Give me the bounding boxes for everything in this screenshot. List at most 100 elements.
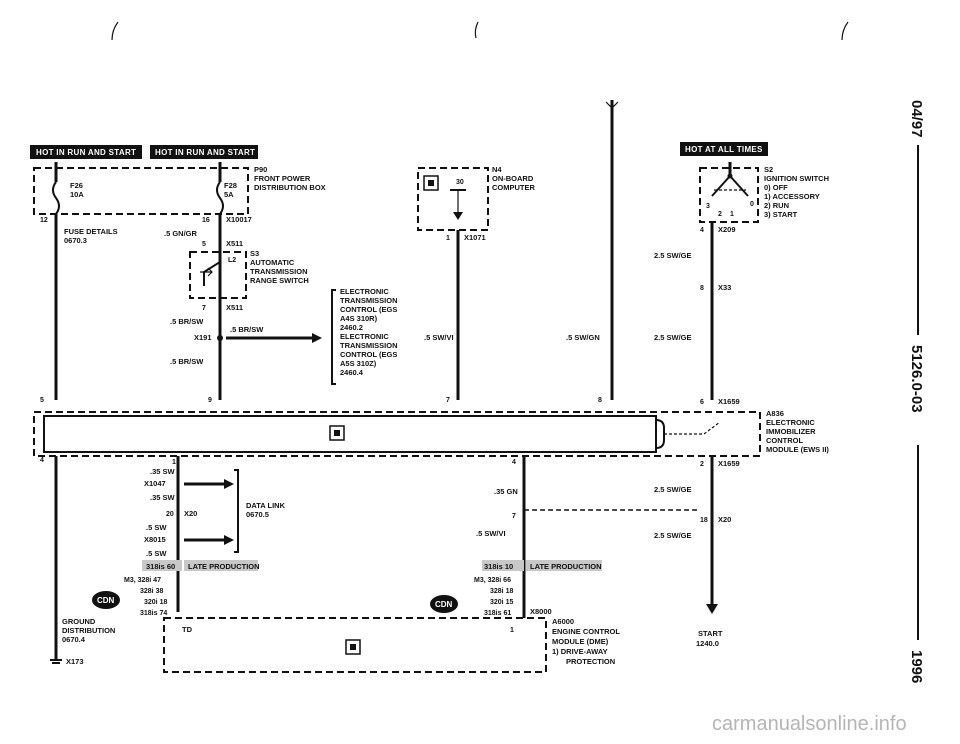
wire-label-25-swge-d: 2.5 SW/GE — [654, 531, 692, 540]
svg-text:2: 2 — [718, 211, 722, 218]
wire-label-25-swge-b: 2.5 SW/GE — [654, 333, 692, 342]
connector-x1047: X1047 — [144, 479, 166, 488]
pin-table-left: 318is 60 LATE PRODUCTION M3, 328i 47 328… — [124, 560, 260, 617]
data-link-ref: 0670.5 — [246, 510, 269, 519]
fuse-details-ref: 0670.3 — [64, 236, 87, 245]
wire-label-05-gngr: .5 GN/GR — [164, 229, 198, 238]
svg-text:3) START: 3) START — [764, 210, 798, 219]
svg-text:TRANSMISSION: TRANSMISSION — [340, 296, 398, 305]
fuse-f26-amp: 10A — [70, 190, 84, 199]
svg-text:DISTRIBUTION: DISTRIBUTION — [62, 626, 115, 635]
pin-20: 20 — [166, 511, 174, 518]
pin-7-dme: 7 — [512, 513, 516, 520]
svg-text:TRANSMISSION: TRANSMISSION — [340, 341, 398, 350]
immobilizer-module-a836: A836 ELECTRONIC IMMOBILIZER CONTROL MODU… — [33, 409, 829, 457]
fuse-details-label: FUSE DETAILS — [64, 227, 118, 236]
pin-4-dme: 4 — [512, 459, 516, 466]
svg-text:328i 38: 328i 38 — [140, 588, 163, 595]
pin-4-s2: 4 — [700, 227, 704, 234]
svg-text:HOT IN RUN AND START: HOT IN RUN AND START — [36, 148, 136, 157]
pin-table-right: 318is 10 LATE PRODUCTION M3, 328i 66 328… — [474, 560, 602, 617]
svg-text:RANGE SWITCH: RANGE SWITCH — [250, 276, 309, 285]
range-switch-s3: L2 S3 AUTOMATIC TRANSMISSION RANGE SWITC… — [189, 249, 309, 299]
svg-text:A5S 310Z): A5S 310Z) — [340, 359, 377, 368]
svg-text:1: 1 — [510, 627, 514, 634]
side-page-number: 5126.0-03 — [908, 345, 925, 413]
pin-5-s3: 5 — [202, 241, 206, 248]
header-tag-hot-run-start-2: HOT IN RUN AND START — [150, 145, 258, 159]
svg-text:0: 0 — [750, 201, 754, 208]
connector-x511-bottom: X511 — [226, 303, 243, 312]
svg-text:318is 74: 318is 74 — [140, 610, 167, 617]
ground-distribution: GROUND DISTRIBUTION 0670.4 X173 — [50, 617, 115, 666]
svg-text:L2: L2 — [228, 257, 236, 264]
svg-text:ELECTRONIC: ELECTRONIC — [766, 418, 815, 427]
fuse-f26-name: F26 — [70, 181, 83, 190]
svg-text:CONTROL: CONTROL — [766, 436, 803, 445]
side-date: 04/97 — [908, 100, 925, 138]
pin-7-s3: 7 — [202, 305, 206, 312]
corner-mark-right — [841, 21, 849, 41]
fuse-box-p90: F26 10A F28 5A P90 FRONT POWER DISTRIBUT… — [33, 162, 326, 215]
svg-text:TD: TD — [182, 625, 193, 634]
wire-label-05-sw-a: .5 SW — [146, 523, 167, 532]
svg-text:COMPUTER: COMPUTER — [492, 183, 536, 192]
svg-text:HOT AT ALL TIMES: HOT AT ALL TIMES — [685, 145, 763, 154]
connector-x511-top: X511 — [226, 239, 243, 248]
svg-text:1: 1 — [730, 211, 734, 218]
svg-text:0670.4: 0670.4 — [62, 635, 86, 644]
connector-x20: X20 — [184, 509, 197, 518]
svg-text:1) ACCESSORY: 1) ACCESSORY — [764, 192, 820, 201]
svg-text:30: 30 — [456, 179, 464, 186]
pin-1-datalink: 1 — [172, 459, 176, 466]
connector-x1659-bottom: X1659 — [718, 459, 740, 468]
svg-text:MODULE (DME): MODULE (DME) — [552, 637, 609, 646]
svg-text:2460.4: 2460.4 — [340, 368, 364, 377]
fuse-f28-amp: 5A — [224, 190, 234, 199]
svg-text:318is 60: 318is 60 — [146, 562, 175, 571]
svg-text:LATE PRODUCTION: LATE PRODUCTION — [188, 562, 260, 571]
engine-control-module-a6000: TD 1 A6000 ENGINE CONTROL MODULE (DME) 1… — [163, 617, 620, 673]
wire-label-05-swvi-a: .5 SW/VI — [424, 333, 454, 342]
p90-label-1: FRONT POWER — [254, 174, 311, 183]
svg-text:ENGINE CONTROL: ENGINE CONTROL — [552, 627, 620, 636]
svg-text:320i 15: 320i 15 — [490, 599, 513, 606]
pin-8-x33: 8 — [700, 285, 704, 292]
header-tag-hot-at-all-times: HOT AT ALL TIMES — [680, 142, 768, 156]
svg-text:CDN: CDN — [435, 600, 453, 609]
svg-text:ELECTRONIC: ELECTRONIC — [340, 287, 389, 296]
header-tag-hot-run-start-1: HOT IN RUN AND START — [30, 145, 142, 159]
pin-1-n4: 1 — [446, 235, 450, 242]
wire-label-035-sw-a: .35 SW — [150, 467, 176, 476]
egs-labels: ELECTRONIC TRANSMISSION CONTROL (EGS A4S… — [340, 287, 398, 377]
corner-mark-mid — [474, 21, 479, 39]
wire-label-05-brsw-c: .5 BR/SW — [170, 357, 204, 366]
wire-label-035-sw-b: .35 SW — [150, 493, 176, 502]
svg-text:IMMOBILIZER: IMMOBILIZER — [766, 427, 816, 436]
svg-text:CONTROL (EGS: CONTROL (EGS — [340, 305, 397, 314]
wire-label-05-swgn: .5 SW/GN — [566, 333, 600, 342]
pin-7-n4: 7 — [446, 397, 450, 404]
start-label: START — [698, 629, 723, 638]
onboard-computer-n4: 30 N4 ON-BOARD COMPUTER — [417, 165, 536, 231]
svg-text:318is 61: 318is 61 — [484, 610, 511, 617]
connector-x209: X209 — [718, 225, 736, 234]
svg-text:328i 18: 328i 18 — [490, 588, 513, 595]
svg-text:TRANSMISSION: TRANSMISSION — [250, 267, 308, 276]
svg-text:ELECTRONIC: ELECTRONIC — [340, 332, 389, 341]
svg-text:M3, 328i 47: M3, 328i 47 — [124, 577, 161, 584]
svg-text:320i 18: 320i 18 — [144, 599, 167, 606]
fuse-f28-name: F28 — [224, 181, 237, 190]
svg-text:2460.2: 2460.2 — [340, 323, 363, 332]
pin-4-ground: 4 — [40, 457, 44, 464]
p90-id: P90 — [254, 165, 267, 174]
connector-x191: X191 — [194, 333, 212, 342]
wire-label-05-brsw-b: .5 BR/SW — [230, 325, 264, 334]
data-link-label: DATA LINK — [246, 501, 286, 510]
pin-16: 16 — [202, 217, 210, 224]
svg-text:0) OFF: 0) OFF — [764, 183, 788, 192]
svg-text:S3: S3 — [250, 249, 259, 258]
svg-text:PROTECTION: PROTECTION — [566, 657, 615, 666]
pin-9: 9 — [208, 397, 212, 404]
